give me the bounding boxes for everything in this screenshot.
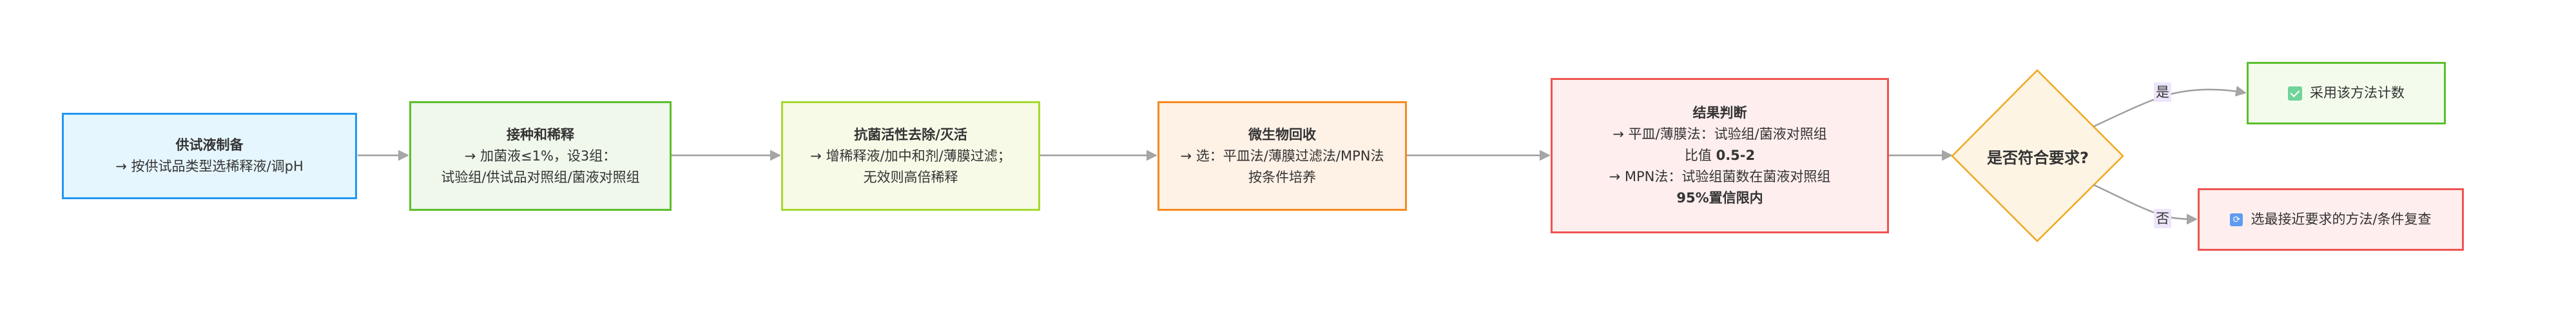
edge-decision-to-retry bbox=[2093, 184, 2196, 219]
node-detail: → 加菌液≤1%，设3组： bbox=[464, 148, 617, 164]
node-detail: → 按供试品类型选稀释液/调pH bbox=[115, 159, 304, 174]
edge-label-no: 否 bbox=[2154, 209, 2171, 228]
node-inactivation[interactable]: 抗菌活性去除/灭活 → 增稀释液/加中和剂/薄膜过滤； 无效则高倍稀释 bbox=[781, 101, 1040, 211]
node-title: 接种和稀释 bbox=[507, 126, 574, 142]
node-detail: 按条件培养 bbox=[1248, 169, 1316, 185]
node-inoculation[interactable]: 接种和稀释 → 加菌液≤1%，设3组： 试验组/供试品对照组/菌液对照组 bbox=[409, 101, 672, 211]
node-detail-ratio: 比值 0.5-2 bbox=[1685, 145, 1755, 166]
decision-label[interactable]: 是否符合要求? bbox=[1987, 148, 2089, 167]
node-retry-method[interactable]: ⟳ 选最接近要求的方法/条件复查 bbox=[2198, 188, 2464, 251]
node-title: 微生物回收 bbox=[1248, 126, 1316, 142]
edge-label-yes: 是 bbox=[2154, 83, 2171, 102]
node-detail: → 选：平皿法/薄膜过滤法/MPN法 bbox=[1180, 148, 1384, 164]
node-title: 结果判断 bbox=[1692, 105, 1747, 121]
node-detail-confidence: 95%置信限内 bbox=[1676, 190, 1763, 206]
node-title: 供试液制备 bbox=[175, 137, 244, 153]
check-box-icon bbox=[2288, 86, 2302, 101]
node-detail: 无效则高倍稀释 bbox=[863, 169, 958, 185]
node-detail: → 增稀释液/加中和剂/薄膜过滤； bbox=[810, 148, 1011, 164]
node-detail: → MPN法：试验组菌数在菌液对照组 bbox=[1609, 169, 1831, 184]
node-sample-prep[interactable]: 供试液制备 → 按供试品类型选稀释液/调pH bbox=[62, 113, 357, 199]
ratio-prefix: 比值 bbox=[1684, 148, 1716, 163]
ratio-value: 0.5-2 bbox=[1716, 148, 1756, 163]
node-result-judgement[interactable]: 结果判断 → 平皿/薄膜法：试验组/菌液对照组 比值 0.5-2 → MPN法：… bbox=[1551, 78, 1889, 233]
node-title: 抗菌活性去除/灭活 bbox=[854, 126, 967, 142]
node-detail: → 平皿/薄膜法：试验组/菌液对照组 bbox=[1612, 126, 1827, 142]
node-label: 采用该方法计数 bbox=[2310, 85, 2405, 101]
repeat-icon: ⟳ bbox=[2230, 213, 2243, 226]
node-label: 选最接近要求的方法/条件复查 bbox=[2251, 211, 2432, 227]
node-recovery[interactable]: 微生物回收 → 选：平皿法/薄膜过滤法/MPN法 按条件培养 bbox=[1157, 101, 1407, 211]
node-detail: 试验组/供试品对照组/菌液对照组 bbox=[441, 169, 640, 185]
node-accept-method[interactable]: 采用该方法计数 bbox=[2247, 62, 2446, 124]
